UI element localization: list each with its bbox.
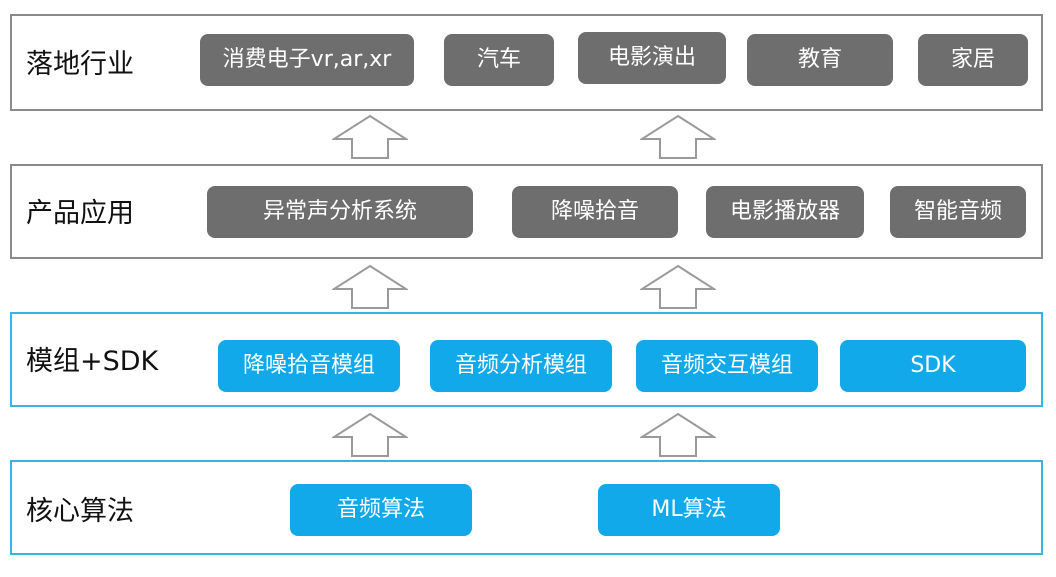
layer-label-module-sdk: 模组+SDK xyxy=(26,346,159,377)
item-noise-reduction-pickup: 降噪拾音 xyxy=(512,186,678,238)
layer-product-application: 产品应用 异常声分析系统 降噪拾音 电影播放器 智能音频 xyxy=(10,164,1043,259)
item-audio-interaction-module: 音频交互模组 xyxy=(636,340,818,392)
item-audio-algorithm: 音频算法 xyxy=(290,484,472,536)
hollow-up-arrow-icon xyxy=(332,114,408,160)
layer-label-product-application: 产品应用 xyxy=(26,198,134,229)
item-home: 家居 xyxy=(918,34,1028,86)
layer-module-sdk: 模组+SDK 降噪拾音模组 音频分析模组 音频交互模组 SDK xyxy=(10,312,1043,407)
item-sdk: SDK xyxy=(840,340,1026,392)
hollow-up-arrow-icon xyxy=(640,412,716,458)
item-movie-player: 电影播放器 xyxy=(706,186,864,238)
hollow-up-arrow-icon xyxy=(640,264,716,310)
layer-industry: 落地行业 消费电子vr,ar,xr 汽车 电影演出 教育 家居 xyxy=(10,14,1043,111)
item-consumer-electronics: 消费电子vr,ar,xr xyxy=(200,34,414,86)
item-film-performance: 电影演出 xyxy=(578,32,726,84)
hollow-up-arrow-icon xyxy=(332,412,408,458)
item-ml-algorithm: ML算法 xyxy=(598,484,780,536)
layer-core-algorithm: 核心算法 音频算法 ML算法 xyxy=(10,460,1043,555)
layer-label-industry: 落地行业 xyxy=(26,49,134,80)
layer-label-core-algorithm: 核心算法 xyxy=(26,496,134,527)
item-anomaly-sound-analysis: 异常声分析系统 xyxy=(207,186,473,238)
hollow-up-arrow-icon xyxy=(332,264,408,310)
item-noise-reduction-module: 降噪拾音模组 xyxy=(218,340,400,392)
item-audio-analysis-module: 音频分析模组 xyxy=(430,340,612,392)
item-automotive: 汽车 xyxy=(444,34,554,86)
hollow-up-arrow-icon xyxy=(640,114,716,160)
item-education: 教育 xyxy=(747,34,893,86)
item-smart-audio: 智能音频 xyxy=(890,186,1026,238)
